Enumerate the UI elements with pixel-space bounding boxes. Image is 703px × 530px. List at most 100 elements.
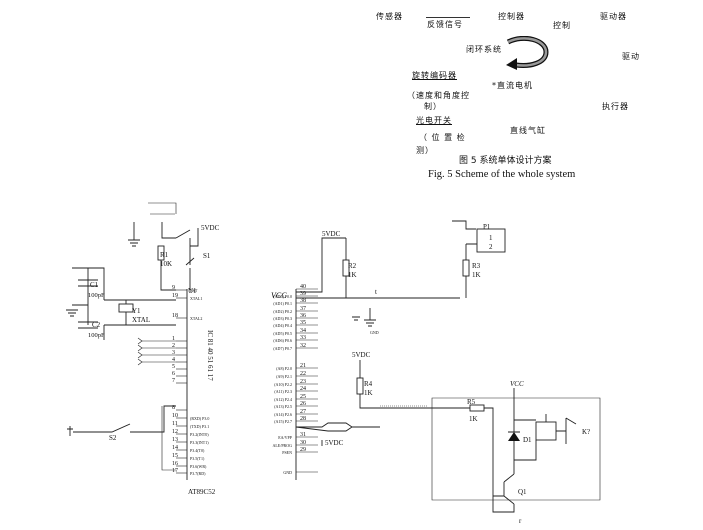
mcu-right-pin-name: (AD4) P0.4 [273,323,292,328]
r4-name: R4 [364,380,373,388]
mcu-right-pin-number: 34 [300,328,306,334]
c1-name: C1 [90,281,99,289]
mcu-left-pin-number: 8 [172,405,175,411]
mcu-right-pin-number: 28 [300,416,306,422]
p1-pin2: 2 [489,243,493,251]
mcu-left-pin-name: XTAL2 [190,316,202,321]
sensor-label: 传感器 [376,12,403,21]
mcu-left-pin-name: RST [190,288,198,293]
bottom-mark: r [519,517,522,525]
c1-value: 100pF [88,292,105,299]
figure-caption-zh: 图 5 系统单体设计方案 [459,156,552,166]
mcu-right-pin-name: (AD1) P0.1 [273,301,292,306]
mcu-left-pin-number: 5 [172,364,175,370]
mcu-right-pin-number: 21 [300,363,306,369]
u1-name: U1 [188,287,197,295]
mcu-right-pin-name: (A13) P2.5 [274,404,292,409]
mcu-right-pin-number: 35 [300,320,306,326]
position-detect-label-2: 测） [416,146,434,155]
r5-value: 1K [469,415,478,423]
actuator-label: 执行器 [602,102,629,111]
mcu-right-pin-name: ALE/PROG [272,443,292,448]
mcu-right-pin-number: 33 [300,335,306,341]
mcu-left-pin-name: P3.2(INT0) [190,432,209,437]
r3-resistor [462,259,470,277]
mcu-right-pin-name: (A8) P2.0 [276,366,292,371]
position-detect-label: （ 位 置 检 [419,133,466,142]
mcu-right-pin-name: (A15) P2.7 [274,419,292,424]
supply-r2: VCC 5VDC R2 1K t GND [271,230,460,335]
y1-name: Y1 [132,307,141,315]
feedback-signal-label: 反馈信号 [427,20,463,29]
mcu-vertical-label: IC 81 40 51 61 17 [206,330,214,381]
mcu-left-pin-name: (TXD) P3.1 [190,424,209,429]
relay-driver: R5 1K VCC D1 K? Q1 [430,380,601,513]
switch-s2: S2 [67,405,176,471]
mcu-left-pin-number: 4 [172,357,175,363]
mcu-left-pin-name: P3.4(T0) [190,448,205,453]
driver-label: 驱动器 [600,12,627,21]
mcu-left-pin-name: P3.7(RD) [190,471,206,476]
mcu-right-pin-name: (AD6) P0.6 [273,338,292,343]
speed-angle-label: （速度和角度控 [407,91,470,100]
mcu-right-pin-name: PSEN [282,450,292,455]
r4-resistor [356,377,364,395]
c2-name: C2 [92,321,101,329]
mcu-left-pin-number: 1 [172,336,175,342]
mcu-left-pin-number: 11 [172,421,178,427]
mcu-right-pin-name: (A9) P2.1 [276,374,292,379]
linear-cylinder-label: 直线气缸 [510,126,546,135]
mcu-left-pin-number: 12 [172,429,178,435]
r3-name: R3 [472,262,481,270]
mcu-left-pin-name: XTAL1 [190,296,202,301]
mcu-right-pin-name: (AD0) P0.0 [273,294,292,299]
mcu-left-pin-number: 3 [172,350,175,356]
r2-value: 1K [348,271,357,279]
connector-p1: P1 1 2 R3 1K [452,220,506,298]
r1-value: 10K [160,260,172,268]
mcu-right-pin-number: 29 [300,447,306,453]
mcu-left-pin-name: (RXD) P3.0 [190,416,209,421]
p1-name: P1 [483,223,491,231]
mcu-left-pin-number: 16 [172,461,178,467]
mcu-left-pin-name: P3.3(INT1) [190,440,209,445]
r1-name: R1 [160,251,169,259]
reset-vcc-label: 5VDC [201,224,220,232]
r5-name: R5 [467,398,476,406]
mcu-right-pin-number: 27 [300,409,306,415]
mcu-right-pin-number: 24 [300,386,306,392]
mcu-right-pin-name: (A10) P2.2 [274,382,292,387]
mcu-left-pin-number: 14 [172,445,178,451]
s2-name: S2 [109,434,117,442]
mcu-right-pin-name: (A11) P2.3 [274,389,292,394]
y1-crystal [118,303,134,313]
relay-coil [535,421,557,441]
mcu-left-pin-name: P3.6(WR) [190,464,207,469]
mcu-left-pin-number: 17 [172,468,178,474]
speed-angle-label-2: 制） [424,102,442,111]
mcu-right-pin-number: 25 [300,394,306,400]
vdc-top-label: 5VDC [322,230,341,238]
p1-body [476,228,506,253]
mcu-left-pin-number: 19 [172,293,178,299]
mcu-left-pin-number: 18 [172,313,178,319]
r4-value: 1K [364,389,373,397]
mcu-left-pin-number: 7 [172,378,175,384]
y1-type: XTAL [132,316,150,324]
p1-pin1: 1 [489,234,493,242]
control-label: 控制 [553,21,571,30]
reset-circuit: 5VDC R1 10K S1 [128,202,220,291]
mcu-right-pin-number: 37 [300,306,306,312]
controller-label: 控制器 [498,12,525,21]
photo-switch-label: 光电开关 [416,116,452,125]
mcu-right-pin-number: 26 [300,401,306,407]
mcu-right-pin-name: (A14) P2.6 [274,412,292,417]
mcu-right-pin-name: (AD3) P0.3 [273,316,292,321]
relay-vcc-label: VCC [510,380,524,388]
mcu-left-pin-number: 10 [172,413,178,419]
mcu-right-pin-number: 31 [300,432,306,438]
mcu-right-pin-number: 39 [300,291,306,297]
